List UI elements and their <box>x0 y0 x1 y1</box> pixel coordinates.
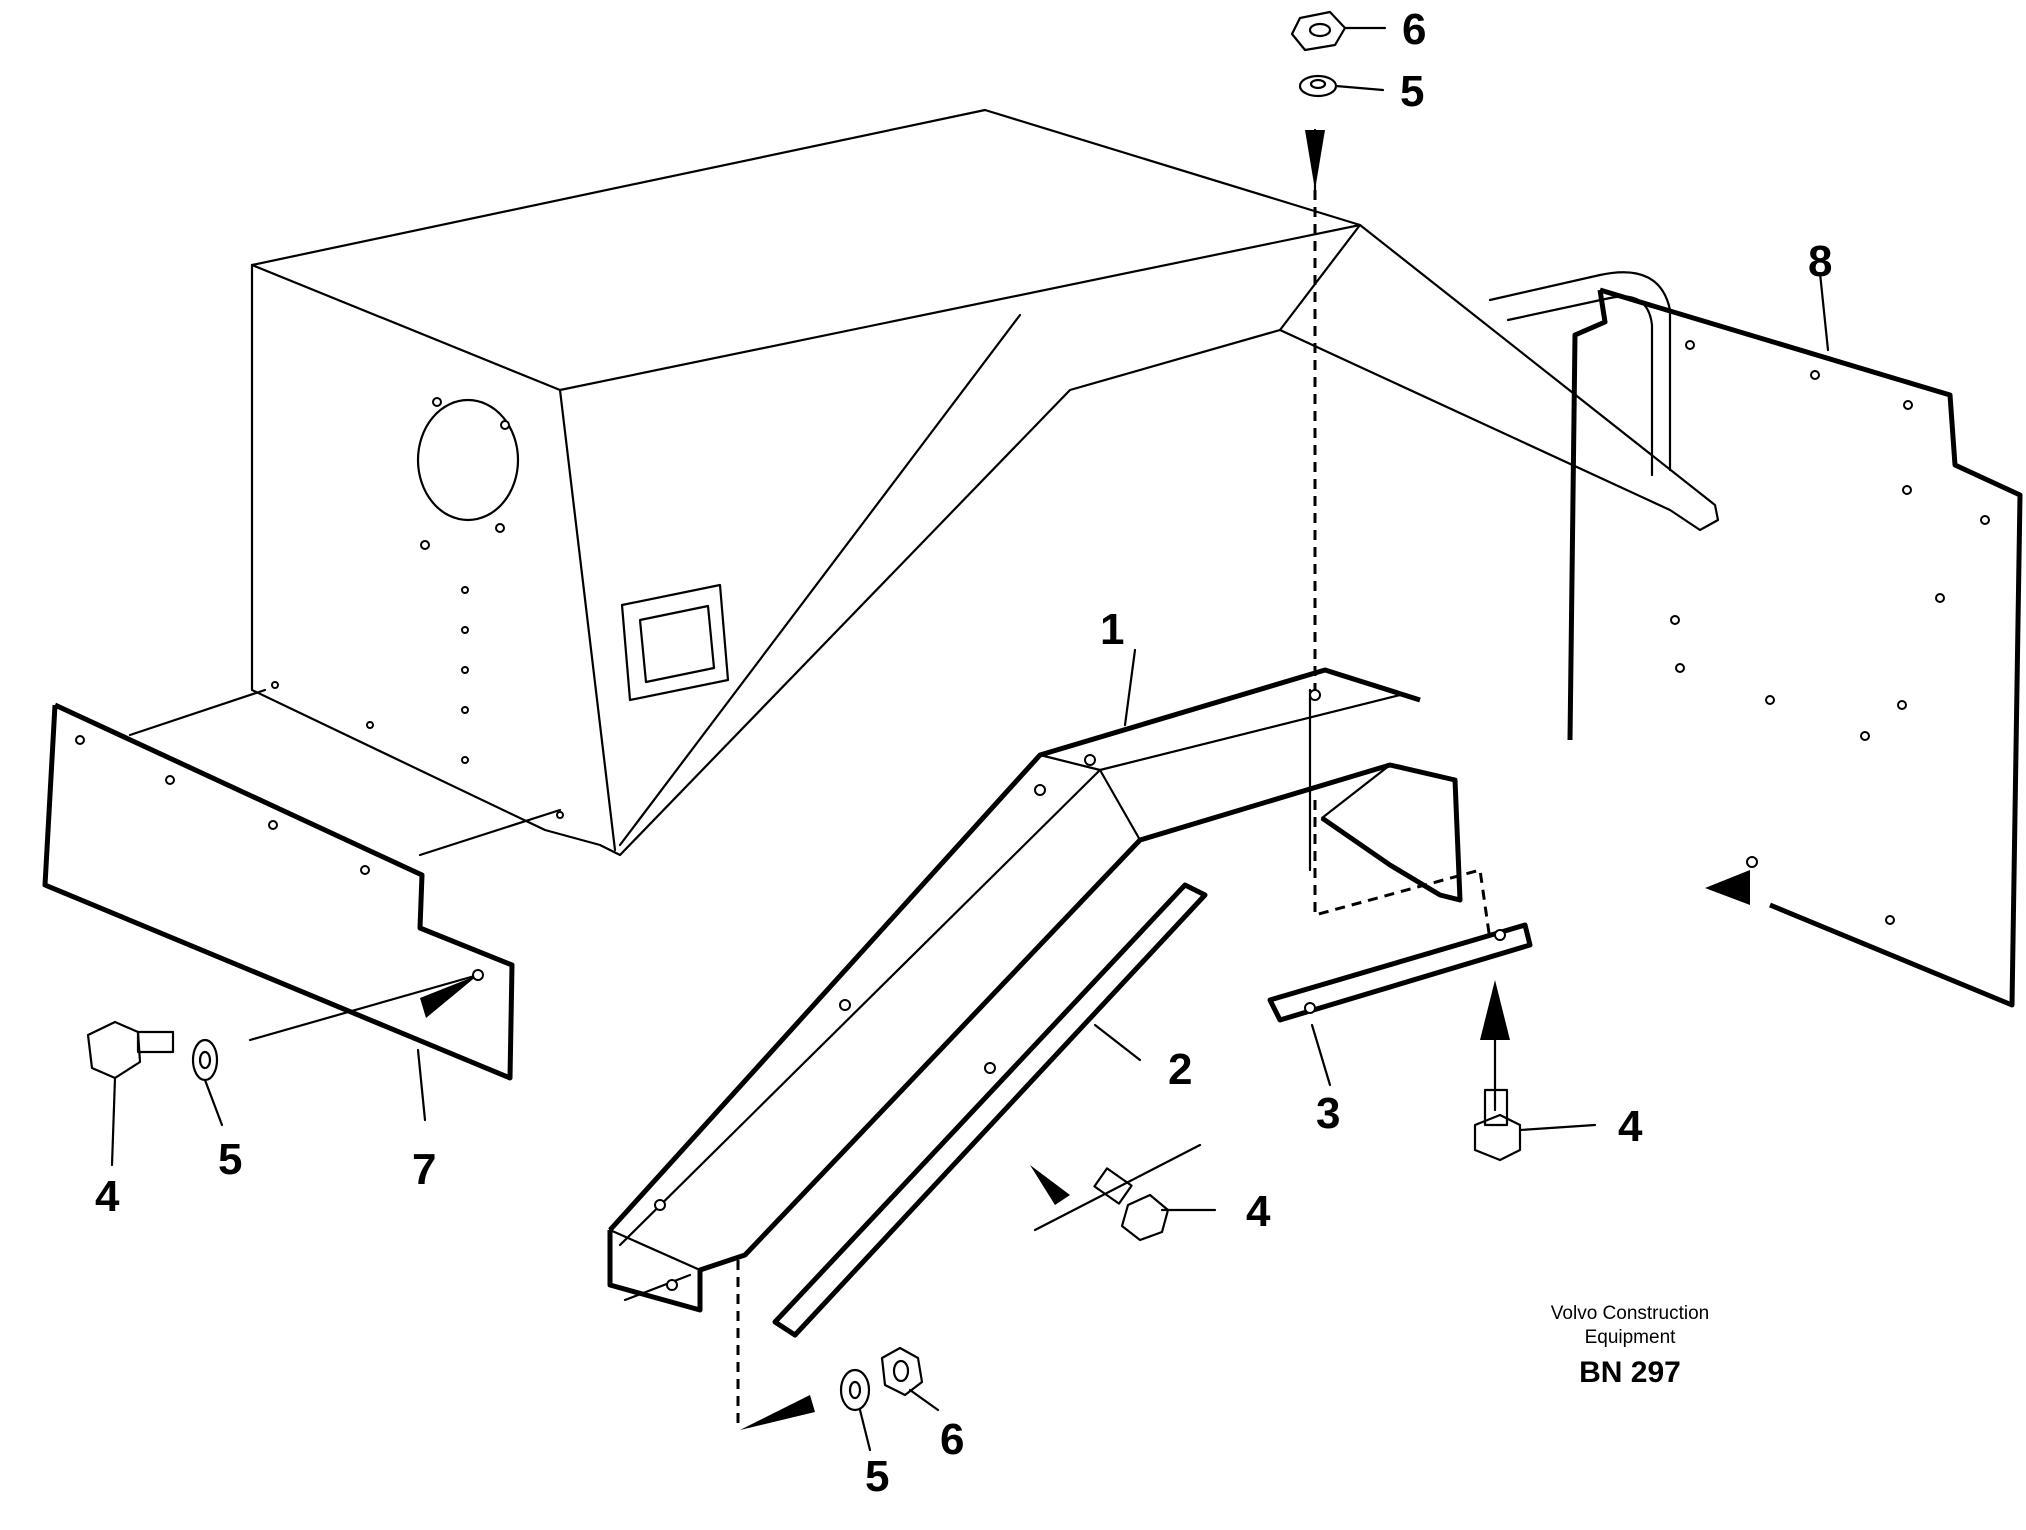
part-1-bracket <box>607 667 1463 1313</box>
callout-5-left: 5 <box>218 1135 243 1184</box>
credit-company-line2: Equipment <box>1584 1327 1676 1348</box>
callout-4-mid: 4 <box>1246 1187 1271 1236</box>
washer-5-top <box>1298 74 1338 98</box>
callout-6-bottom: 6 <box>940 1415 965 1464</box>
callout-6-top: 6 <box>1402 5 1427 54</box>
credit-company: Volvo Construction <box>1550 1303 1710 1324</box>
drawing-code: BN 297 <box>1579 1356 1681 1389</box>
washer-5-left <box>191 1038 219 1082</box>
arrows <box>420 130 1750 1430</box>
bolt-4-left <box>86 1020 175 1080</box>
callout-1: 1 <box>1100 605 1125 654</box>
nut-6-bottom <box>880 1346 924 1397</box>
fasteners <box>86 10 1522 1412</box>
nut-6-top <box>1290 10 1347 52</box>
mounting-holes <box>75 340 1990 1291</box>
bolt-4-right <box>1473 1088 1522 1162</box>
callout-5-bottom: 5 <box>865 1452 890 1501</box>
callout-4-left: 4 <box>95 1172 120 1221</box>
callout-8: 8 <box>1808 237 1833 286</box>
callout-2: 2 <box>1168 1045 1193 1094</box>
callout-4-right: 4 <box>1618 1102 1643 1151</box>
washer-5-bottom <box>839 1368 871 1412</box>
callout-3: 3 <box>1316 1089 1341 1138</box>
callout-5-top: 5 <box>1400 67 1425 116</box>
part-7-front-plate <box>42 702 515 1081</box>
part-8-side-plate <box>1488 271 2023 1008</box>
hood-housing <box>128 108 1720 857</box>
part-3-plate <box>1267 922 1533 1023</box>
credit-block: Volvo Construction Equipment BN 297 <box>1510 1302 1750 1390</box>
callout-7: 7 <box>412 1145 437 1194</box>
bolt-4-mid <box>1093 1167 1170 1242</box>
part-2-strip <box>772 882 1208 1338</box>
leader-lines <box>110 26 1830 1452</box>
